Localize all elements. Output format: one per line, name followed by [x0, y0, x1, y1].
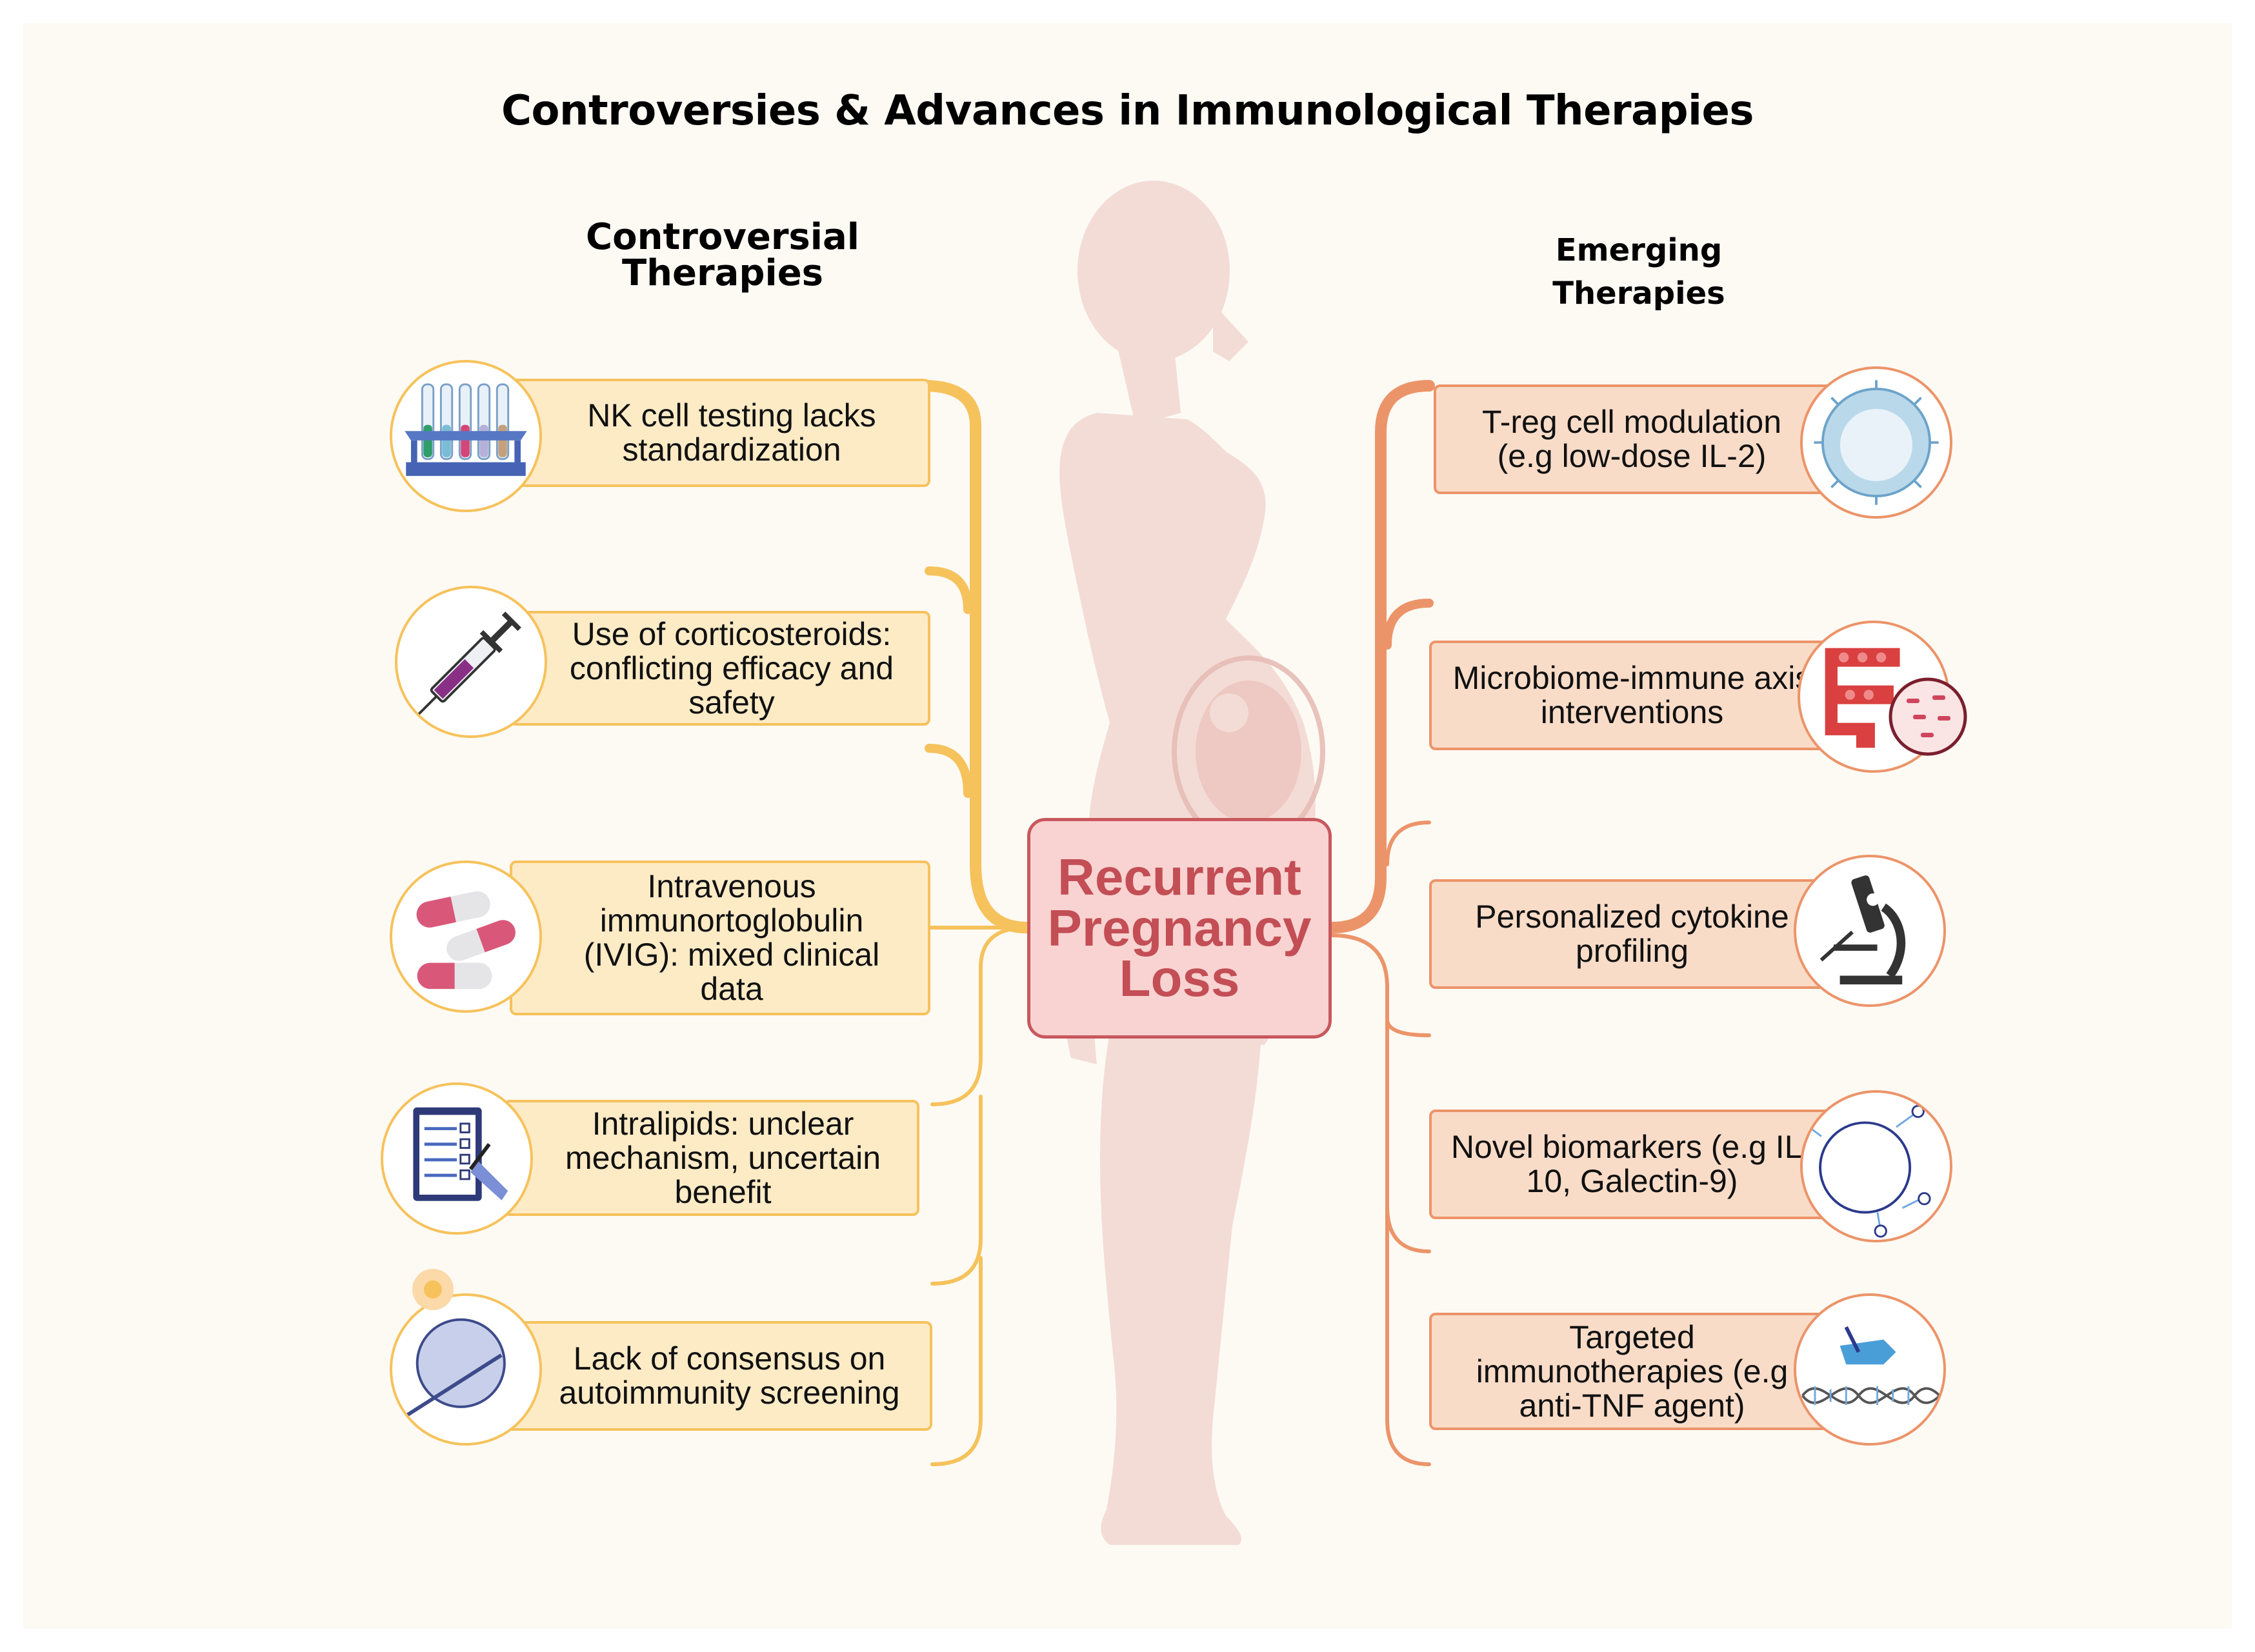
rna-structure-icon [1800, 1090, 1952, 1242]
fetus-illustration [1172, 655, 1325, 848]
emerging-therapies-heading: Emerging Therapies [1478, 229, 1800, 315]
controversial-item-corticosteroids: Use of corticosteroids: conflicting effi… [510, 611, 930, 726]
item-text: Targeted immunotherapies (e.g anti-TNF a… [1476, 1319, 1789, 1424]
item-text: Personalized cytokine profiling [1475, 899, 1789, 969]
heading-text: Controversial Therapies [586, 216, 859, 294]
test-tubes-icon [390, 360, 542, 512]
emerging-item-microbiome: Microbiome-immune axis interventions [1429, 641, 1858, 750]
heading-text: Emerging Therapies [1552, 232, 1725, 312]
emerging-item-biomarkers: Novel biomarkers (e.g IL-10, Galectin-9) [1429, 1110, 1858, 1219]
cell-injection-icon [390, 1293, 542, 1446]
item-text: NK cell testing lacks standardization [587, 397, 876, 468]
controversial-item-nk-testing: NK cell testing lacks standardization [510, 379, 930, 487]
dna-editing-icon [1794, 1293, 1946, 1446]
diagram-title: Controversies & Advances in Immunologica… [501, 87, 1754, 135]
capsules-icon [390, 861, 542, 1013]
controversial-item-ivig: Intravenous immunortoglobulin (IVIG): mi… [510, 861, 930, 1015]
item-text: Use of corticosteroids: conflicting effi… [569, 615, 894, 721]
checklist-clipboard-icon [381, 1082, 533, 1235]
immune-cell-icon [1800, 366, 1952, 519]
microscope-icon [1794, 855, 1946, 1007]
controversial-therapies-heading: Controversial Therapies [510, 219, 936, 292]
right-connectors [1326, 380, 1435, 1466]
emerging-item-treg-modulation: T-reg cell modulation (e.g low-dose IL-2… [1434, 384, 1853, 494]
item-text: T-reg cell modulation (e.g low-dose IL-2… [1481, 404, 1782, 474]
emerging-item-cytokine-profiling: Personalized cytokine profiling [1429, 879, 1858, 989]
item-text: Intralipids: unclear mechanism, uncertai… [565, 1105, 881, 1210]
syringe-icon [395, 586, 547, 738]
item-text: Lack of consensus on autoimmunity screen… [559, 1340, 900, 1411]
emerging-item-targeted-immunotherapies: Targeted immunotherapies (e.g anti-TNF a… [1429, 1313, 1858, 1430]
center-node-recurrent-pregnancy-loss: Recurrent Pregnancy Loss [1027, 818, 1332, 1039]
left-connectors [918, 380, 1033, 1466]
item-text: Microbiome-immune axis interventions [1452, 660, 1812, 730]
controversial-item-intralipids: Intralipids: unclear mechanism, uncertai… [503, 1100, 919, 1216]
item-text: Intravenous immunortoglobulin (IVIG): mi… [583, 868, 880, 1007]
egg-cell-icon [412, 1269, 454, 1310]
item-text: Novel biomarkers (e.g IL-10, Galectin-9) [1450, 1129, 1814, 1199]
controversial-item-autoimmunity-screening: Lack of consensus on autoimmunity screen… [503, 1321, 932, 1431]
center-text: Recurrent Pregnancy Loss [1047, 848, 1312, 1008]
bacteria-petri-icon [1889, 677, 1967, 756]
